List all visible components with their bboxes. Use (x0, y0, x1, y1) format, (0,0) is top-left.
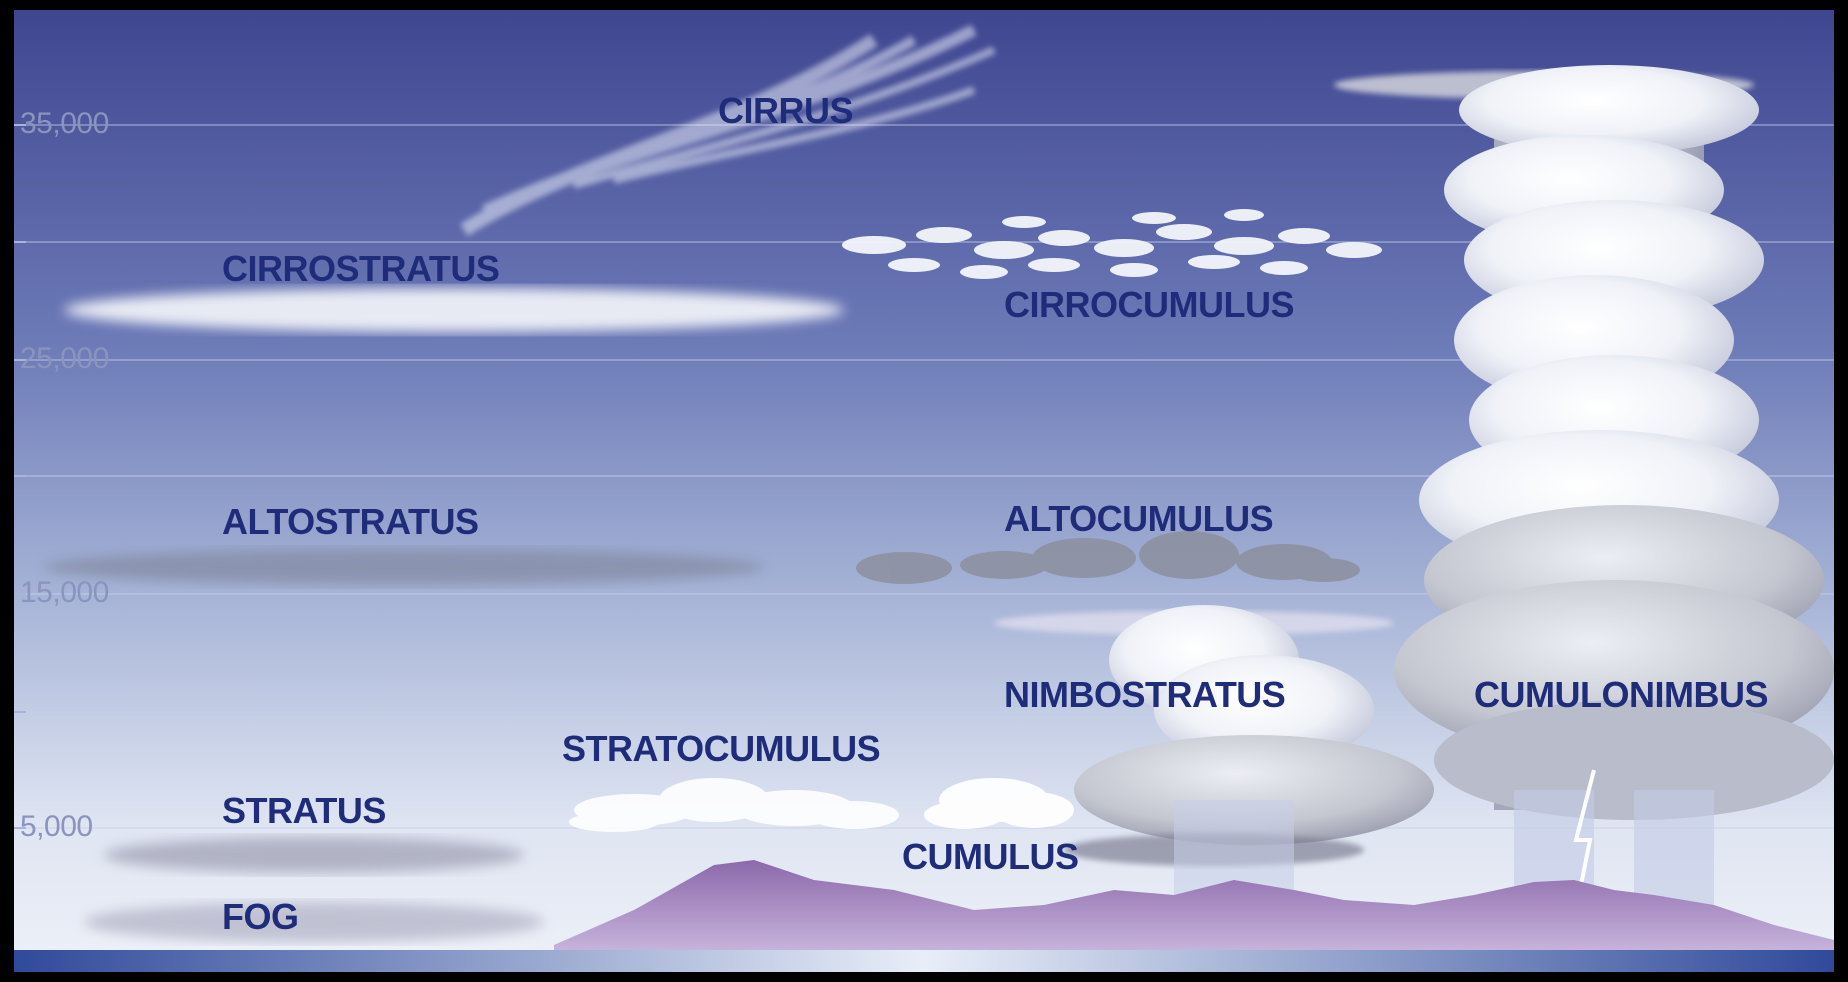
ground-bar (14, 950, 1834, 972)
label-stratocumulus: STRATOCUMULUS (562, 728, 880, 770)
label-cirrocumulus: CIRROCUMULUS (1004, 284, 1294, 326)
tick-10000 (14, 711, 26, 713)
label-cumulus: CUMULUS (902, 836, 1078, 878)
altitude-label-35000: 35,000 (20, 107, 109, 141)
label-cumulonimbus: CUMULONIMBUS (1474, 674, 1768, 716)
label-altocumulus: ALTOCUMULUS (1004, 498, 1273, 540)
tick-20000 (14, 475, 26, 477)
label-stratus: STRATUS (222, 790, 386, 832)
altitude-label-5000: 5,000 (20, 810, 93, 844)
cloud-types-diagram: 35,000 25,000 15,000 5,000 CIRRUS CIRROS… (14, 10, 1834, 972)
label-cirrostratus: CIRROSTRATUS (222, 248, 499, 290)
label-altostratus: ALTOSTRATUS (222, 501, 478, 543)
label-cirrus: CIRRUS (718, 90, 853, 132)
fog-layer (84, 902, 544, 942)
cirrostratus-cloud (64, 288, 844, 332)
altitude-label-15000: 15,000 (20, 576, 109, 610)
label-nimbostratus: NIMBOSTRATUS (1004, 674, 1285, 716)
altostratus-cloud (44, 549, 764, 585)
tick-30000 (14, 241, 26, 243)
label-fog: FOG (222, 896, 299, 938)
altitude-label-25000: 25,000 (20, 342, 109, 376)
stratus-cloud (104, 837, 524, 873)
